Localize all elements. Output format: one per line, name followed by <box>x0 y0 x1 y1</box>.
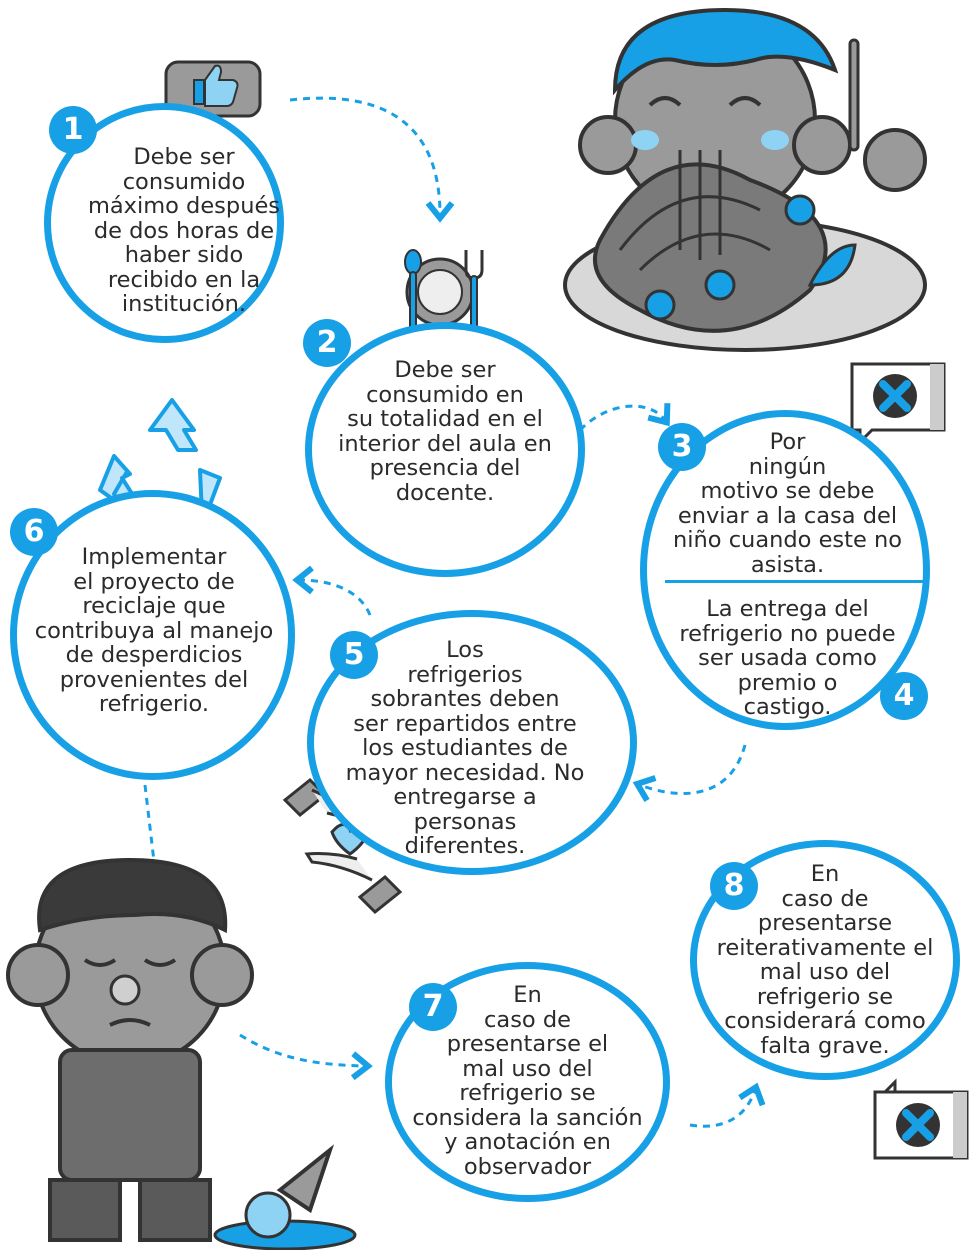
step-4-text: La entrega del refrigerio no puede ser u… <box>679 596 896 720</box>
step-6-text: Implementar el proyecto de reciclaje que… <box>34 544 274 717</box>
step-6-number-badge: 6 <box>10 508 58 556</box>
step-7-number-badge: 7 <box>409 983 457 1031</box>
plate-fork-spoon-icon <box>404 249 484 331</box>
step-4-number-badge: 4 <box>880 672 928 720</box>
arrow-5-to-6 <box>292 565 372 616</box>
step-6-circle <box>10 490 295 780</box>
step-5-number-badge: 5 <box>330 631 378 679</box>
arrow-7-to-8 <box>689 1082 766 1128</box>
step-3-number-badge: 3 <box>658 423 706 471</box>
step-2-number-badge: 2 <box>303 319 351 367</box>
step-8-number-badge: 8 <box>710 862 758 910</box>
arrow-child-to-7 <box>239 1033 373 1081</box>
arrow-2-to-3 <box>578 403 671 432</box>
arrow-6-down <box>143 784 157 871</box>
x-mark-speech-bubble-icon <box>873 1078 969 1160</box>
step-8-circle <box>690 840 960 1080</box>
arrow-1-to-2 <box>289 96 455 223</box>
arrow-4-to-5 <box>632 744 747 802</box>
step-7-text: En caso de presentarse el mal uso del re… <box>412 982 643 1180</box>
step-3-text: Por ningún motivo se debe enviar a la ca… <box>673 429 902 578</box>
step-1-number-badge: 1 <box>49 106 97 154</box>
step-5-text: Los refrigerios sobrantes deben ser repa… <box>345 637 585 859</box>
step-3-4-divider <box>665 580 927 583</box>
step-2-text: Debe ser consumido en su totalidad en el… <box>338 357 552 506</box>
happy-boy-eating-spaghetti <box>563 7 927 352</box>
step-8-text: En caso de presentarse reiterativamente … <box>716 861 934 1059</box>
step-2-circle <box>305 322 585 577</box>
step-1-text: Debe ser consumido máximo después de dos… <box>87 144 281 317</box>
connector-arrows <box>143 96 766 1128</box>
sad-boy-dropped-ice-cream <box>6 857 357 1250</box>
